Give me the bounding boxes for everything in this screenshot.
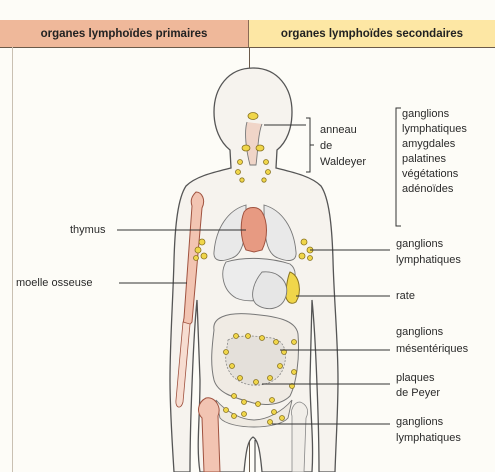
label-ring-list-5: adénoïdes [402,183,453,195]
label-anneau: anneau [320,124,357,136]
label-mesenteriques-b: mésentériques [396,343,468,355]
label-mesenteriques-a: ganglions [396,326,443,338]
waldeyer-bracket [306,118,314,172]
label-ring-list-4: végétations [402,168,458,180]
label-ring-list-1: lymphatiques [402,123,467,135]
label-waldeyer: Waldeyer [320,156,366,168]
label-peyer-b: de Peyer [396,387,440,399]
label-ganglions-2-a: ganglions [396,416,443,428]
label-ring-list-0: ganglions [402,108,449,120]
ring-list-bracket [396,108,401,226]
label-peyer-a: plaques [396,372,435,384]
label-ganglions-1-b: lymphatiques [396,254,461,266]
label-thymus: thymus [70,224,105,236]
label-ganglions-1-a: ganglions [396,238,443,250]
label-de: de [320,140,332,152]
label-ganglions-2-b: lymphatiques [396,432,461,444]
label-ring-list-3: palatines [402,153,446,165]
label-moelle: moelle osseuse [16,277,92,289]
label-ring-list-2: amygdales [402,138,455,150]
label-rate: rate [396,290,415,302]
